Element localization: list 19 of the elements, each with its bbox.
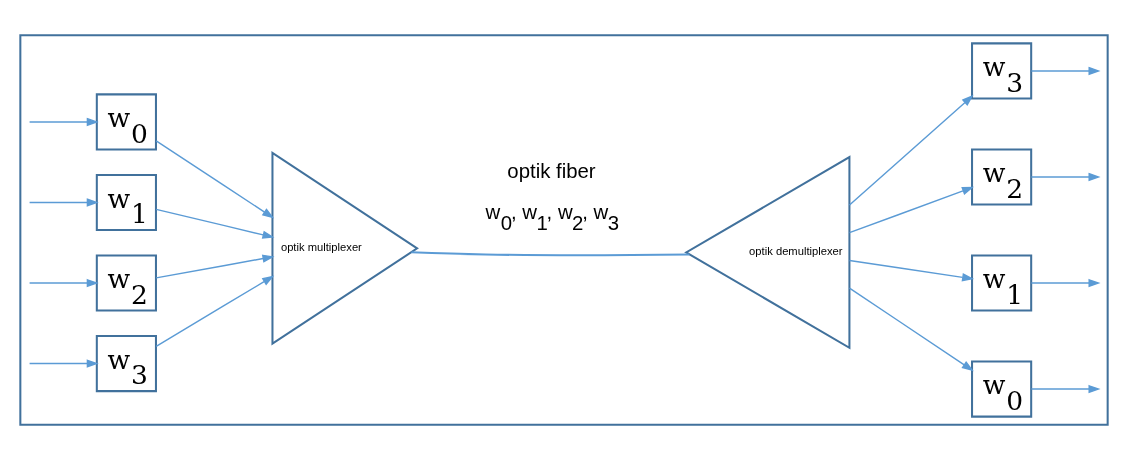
arrow [155, 254, 275, 279]
arrow [155, 139, 275, 218]
arrow [1030, 66, 1101, 75]
arrow [155, 275, 275, 347]
arrow [848, 186, 975, 233]
arrow [155, 208, 275, 239]
arrow [1030, 278, 1101, 287]
connector [411, 250, 690, 256]
arrow [848, 259, 975, 281]
arrow [1030, 172, 1101, 181]
cluster [19, 33, 1109, 426]
arrow [848, 286, 974, 371]
label: optik fiber [507, 159, 596, 182]
arrow [1030, 384, 1101, 393]
arrow [28, 278, 99, 287]
arrow [28, 117, 99, 126]
arrow [848, 94, 974, 206]
arrow [28, 358, 99, 368]
arrow [28, 197, 99, 207]
